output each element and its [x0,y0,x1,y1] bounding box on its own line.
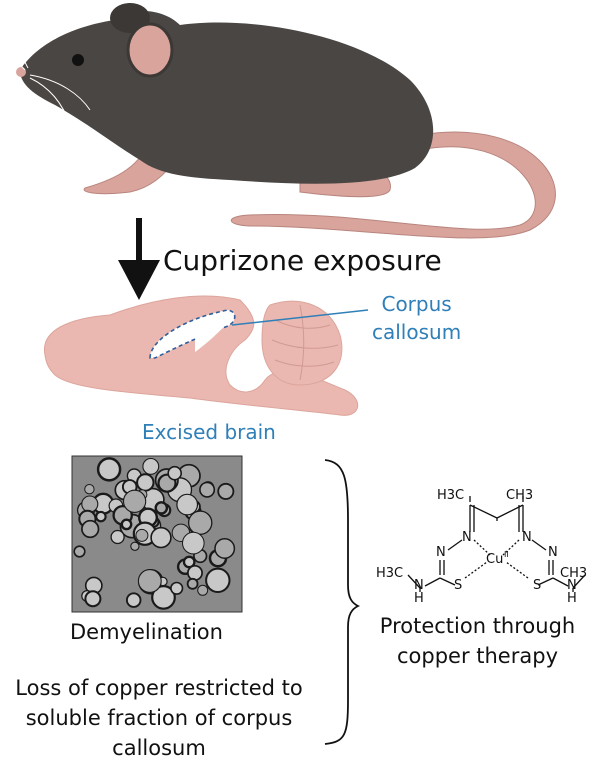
axon-ring [214,538,236,559]
axon-ring [84,484,95,495]
grouping-brace [324,459,361,745]
axon-ring [154,501,169,515]
copper-center: Cu [486,552,504,567]
copper-loss-text: Loss of copper restricted to soluble fra… [15,676,303,760]
corpus-callosum-label: Corpus callosum [372,290,461,346]
axon-ring [120,518,133,531]
axon-ring [137,569,162,593]
mouse-whiskers [6,19,91,126]
axon-ring [135,528,149,542]
demyelination-label: Demyelination [70,620,223,644]
demyelination-micrograph [71,455,243,613]
nitrogen-nh-left: N [414,578,424,593]
copper-complex-structure [407,496,586,592]
hydrogen-right: H [567,591,577,606]
axon-ring [122,489,147,513]
exposure-label: Cuprizone exposure [163,244,442,277]
axon-ring [151,585,176,610]
nitrogen-outer-right: N [548,545,558,560]
axon-ring [110,529,125,545]
corpus-label-line2: callosum [372,320,462,344]
hydrogen-left: H [414,591,424,606]
brain-cerebellum [261,300,343,386]
methyl-side-left: H3C [376,566,404,581]
axon-ring [217,482,235,500]
axon-ring [95,510,107,523]
excised-brain-label: Excised brain [142,420,276,444]
axon-ring [167,465,182,481]
down-arrow [118,218,160,300]
corpus-label-line1: Corpus [381,292,452,316]
axon-ring [182,531,205,555]
brain-illustration [44,295,369,416]
axon-ring [205,567,231,593]
axon-ring [170,581,184,595]
nitrogen-left: N [462,530,472,545]
methyl-side-right: CH3 [560,566,588,581]
copper-charge: II [504,550,509,559]
axon-ring [199,481,216,498]
axon-ring [197,584,209,596]
methyl-top-left: H3C [437,488,465,503]
nitrogen-nh-right: N [567,578,577,593]
axon-ring [81,519,100,539]
axon-ring [84,590,102,608]
mouse-body [20,10,434,184]
sulfur-left: S [454,578,463,593]
mouse-nose [16,67,26,77]
axon-ring [176,493,199,516]
axon-ring [186,577,199,590]
sulfur-right: S [533,578,542,593]
axon-ring [142,457,160,475]
corpus-pointer-line [231,309,369,326]
axon-ring [96,457,122,482]
mouse-eye [72,54,84,66]
axon-ring [73,545,86,558]
protection-text: Protection through copper therapy [379,614,576,668]
nitrogen-outer-left: N [436,545,446,560]
axon-ring [182,555,196,569]
axon-ring [125,592,142,608]
axon-ring [130,541,140,551]
nitrogen-right: N [522,530,532,545]
mouse-tail [230,131,556,239]
axon-ring [150,526,172,549]
mouse-ear [126,22,174,78]
methyl-top-right: CH3 [506,488,534,503]
corpus-callosum-outline [149,309,236,359]
